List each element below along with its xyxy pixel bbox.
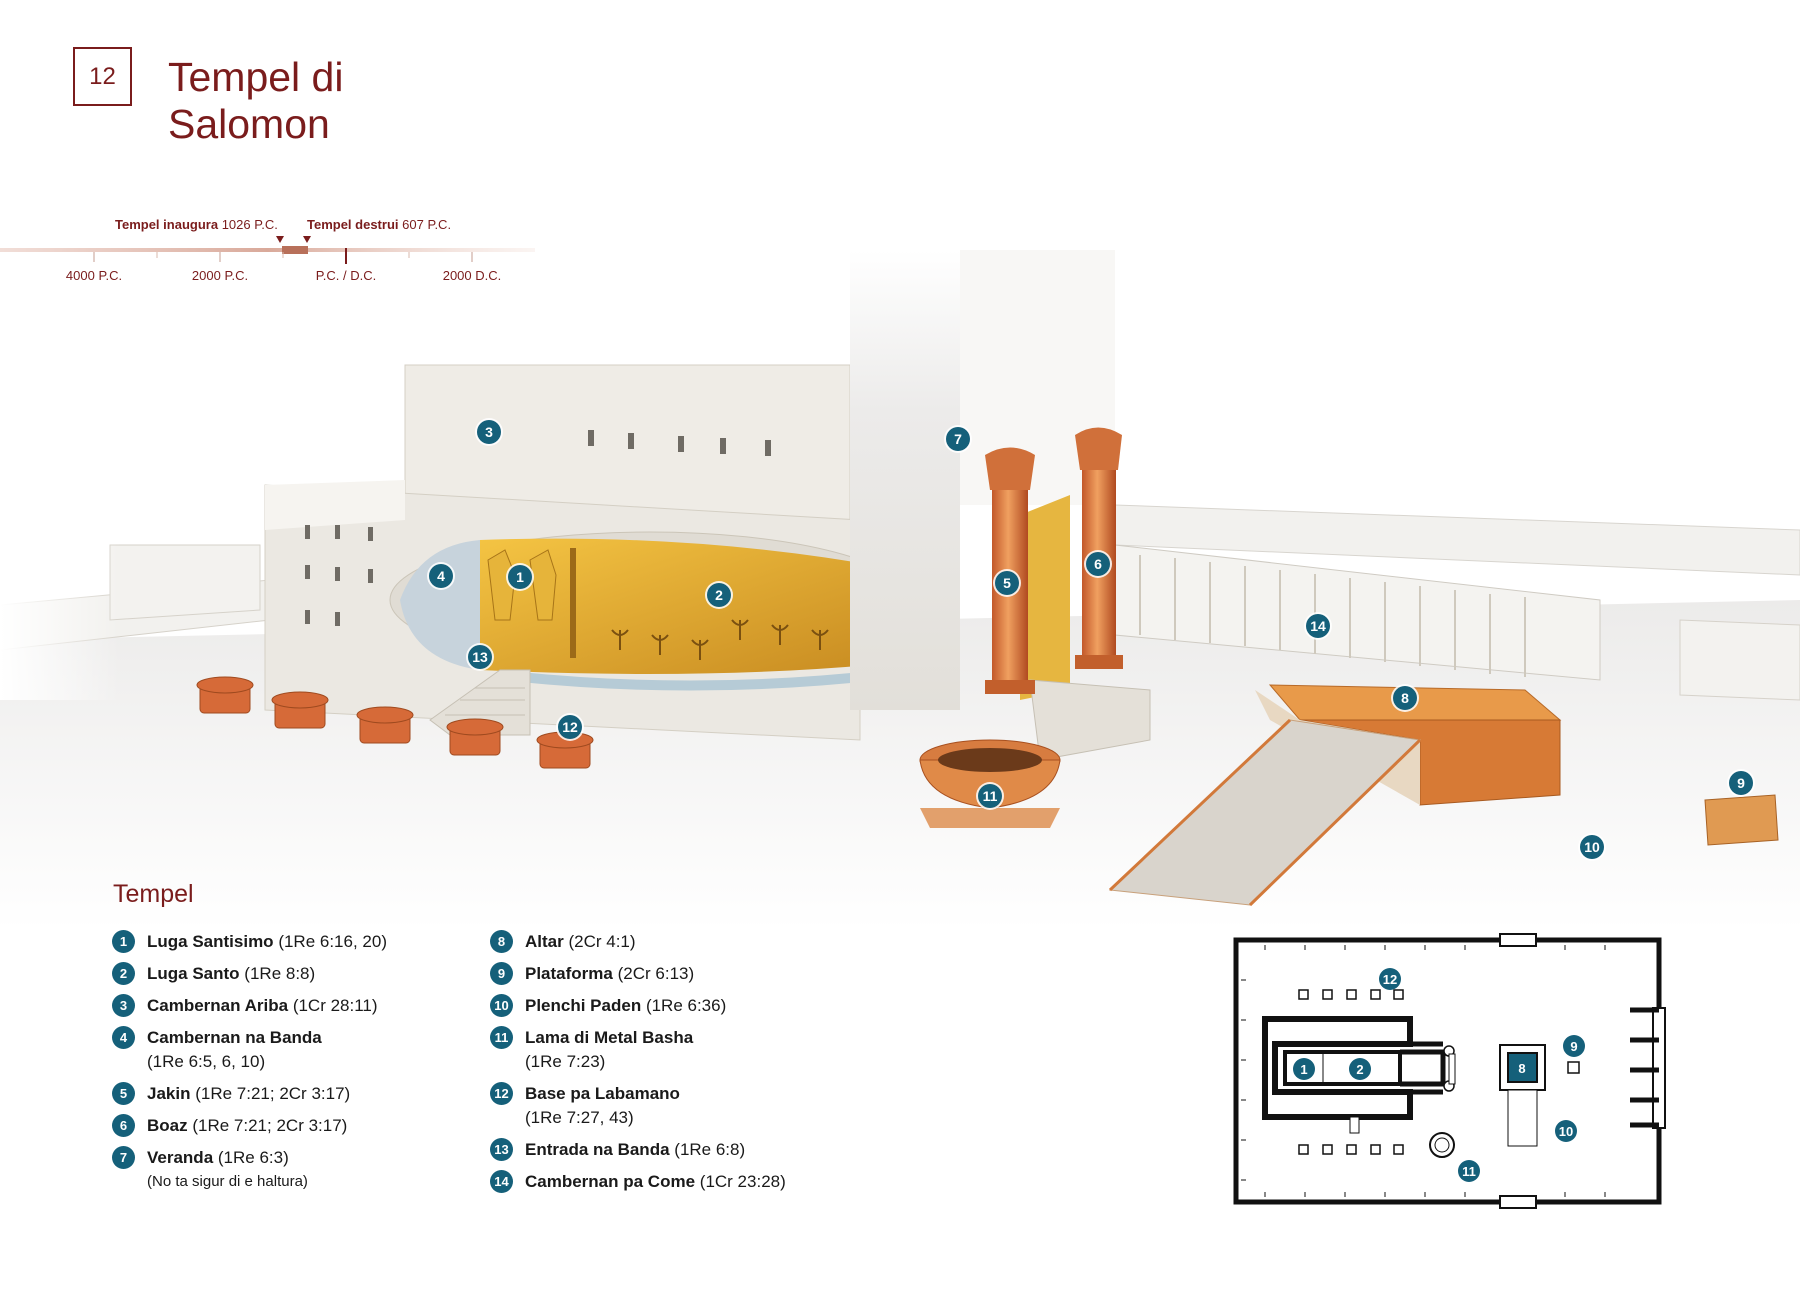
marker-12-carriages: 12 [558, 715, 582, 739]
pillar-boaz [1075, 427, 1123, 669]
side-chamber-windows [305, 525, 373, 626]
legend-item: 8 Altar (2Cr 4:1) [490, 930, 786, 954]
legend-item: 5 Jakin (1Re 7:21; 2Cr 3:17) [112, 1082, 387, 1106]
legend-item: 2 Luga Santo (1Re 8:8) [112, 962, 387, 986]
left-gatehouse [109, 544, 261, 621]
legend-item: 14 Cambernan pa Come (1Cr 23:28) [490, 1170, 786, 1194]
temple-illustration: 3 7 4 1 2 5 6 14 13 8 12 11 9 10 [0, 250, 1800, 930]
temple-roof-ledge [265, 480, 405, 530]
page-title: Tempel di Salomon [168, 54, 343, 148]
temple-inner-room [1283, 1050, 1402, 1086]
basin-carriages [196, 676, 594, 769]
timeline: Tempel inaugura 1026 P.C. Tempel destrui… [0, 210, 540, 290]
legend-item: 13 Entrada na Banda (1Re 6:8) [490, 1138, 786, 1162]
marker-5-jakin: 5 [995, 571, 1019, 595]
timeline-marker-607 [303, 236, 311, 243]
inner-partition [570, 548, 576, 658]
legend-item: 6 Boaz (1Re 7:21; 2Cr 3:17) [112, 1114, 387, 1138]
timeline-tick-4000bc: 4000 P.C. [65, 268, 123, 283]
legend-item: 3 Cambernan Ariba (1Cr 28:11) [112, 994, 387, 1018]
legend-title: Tempel [113, 880, 194, 908]
marker-4-side-chambers: 4 [429, 564, 453, 588]
marker-7-porch: 7 [946, 427, 970, 451]
plan-marker-1: 1 [1293, 1058, 1315, 1080]
carriages-plan [1298, 989, 1404, 1155]
timeline-event-inauguration: Tempel inaugura 1026 P.C. [115, 217, 278, 232]
dining-chambers-pillars [1139, 555, 1526, 677]
plan-marker-10: 10 [1555, 1120, 1577, 1142]
legend-item: 1 Luga Santisimo (1Re 6:16, 20) [112, 930, 387, 954]
side-chamber-interior [400, 540, 480, 670]
pillar-jakin [985, 447, 1035, 694]
legend-item: 11 Lama di Metal Basha(1Re 7:23) [490, 1026, 786, 1074]
marker-8-altar: 8 [1393, 686, 1417, 710]
legend-item: 12 Base pa Labamano(1Re 7:27, 43) [490, 1082, 786, 1130]
plan-marker-12: 12 [1379, 968, 1401, 990]
marker-6-boaz: 6 [1086, 552, 1110, 576]
marker-13-side-entrance: 13 [468, 645, 492, 669]
legend-item: 9 Plataforma (2Cr 6:13) [490, 962, 786, 986]
page-title-line2: Salomon [168, 101, 330, 147]
gate-top [1499, 933, 1537, 947]
legend-column-right: 8 Altar (2Cr 4:1) 9 Plataforma (2Cr 6:13… [490, 930, 786, 1202]
floor-plan-drawing [1233, 933, 1666, 1209]
plan-marker-2: 2 [1349, 1058, 1371, 1080]
cutaway-floor [520, 670, 880, 691]
temple-illustration-drawing [0, 250, 1800, 930]
side-entrance-plan [1349, 1116, 1360, 1134]
marker-10-courtyard: 10 [1580, 835, 1604, 859]
upper-chamber-windows [588, 430, 771, 456]
floor-plan: 12 1 2 8 9 10 11 [1225, 920, 1675, 1220]
timeline-marker-1026 [276, 236, 284, 243]
timeline-temple-period [282, 246, 308, 254]
legend-column-left: 1 Luga Santisimo (1Re 6:16, 20) 2 Luga S… [112, 930, 387, 1202]
right-gatehouse [1679, 619, 1800, 701]
lampstands [611, 619, 829, 660]
marker-2-holy: 2 [707, 583, 731, 607]
porch-tower [850, 250, 960, 710]
marker-3-upper-chamber: 3 [477, 420, 501, 444]
marker-9-platform: 9 [1729, 771, 1753, 795]
legend-item: 4 Cambernan na Banda(1Re 6:5, 6, 10) [112, 1026, 387, 1074]
marker-14-dining-chambers: 14 [1306, 614, 1330, 638]
holy-place-interior [480, 538, 902, 674]
plan-marker-11: 11 [1458, 1160, 1480, 1182]
copper-sea [919, 739, 1061, 828]
platform-plan [1567, 1061, 1580, 1074]
porch-steps-plan [1448, 1053, 1456, 1085]
side-entrance-stairs [429, 669, 531, 736]
timeline-tick-zero: P.C. / D.C. [315, 268, 377, 283]
page-title-line1: Tempel di [168, 54, 344, 100]
cherubs [487, 549, 557, 621]
sea-plan [1429, 1132, 1455, 1158]
timeline-bar [0, 236, 535, 264]
page-number: 12 [73, 47, 132, 106]
temple-outer-wall [1262, 1016, 1413, 1120]
platform [1704, 794, 1779, 846]
marker-11-sea: 11 [978, 784, 1002, 808]
porch-doorway [1020, 495, 1070, 700]
timeline-tick-2000ad: 2000 D.C. [442, 268, 502, 283]
timeline-event-destruction: Tempel destrui 607 P.C. [307, 217, 452, 232]
porch-stairs [1029, 679, 1151, 761]
legend-item: 10 Plenchi Paden (1Re 6:36) [490, 994, 786, 1018]
altar-ramp-plan [1507, 1089, 1538, 1147]
plan-marker-9: 9 [1563, 1035, 1585, 1057]
gate-bottom [1499, 1195, 1537, 1209]
timeline-tick-2000bc: 2000 P.C. [191, 268, 249, 283]
temple-porch [1400, 1049, 1446, 1087]
plan-marker-8: 8 [1511, 1057, 1533, 1079]
legend-item: 7 Veranda (1Re 6:3)(No ta sigur di e hal… [112, 1146, 387, 1194]
marker-1-most-holy: 1 [508, 565, 532, 589]
